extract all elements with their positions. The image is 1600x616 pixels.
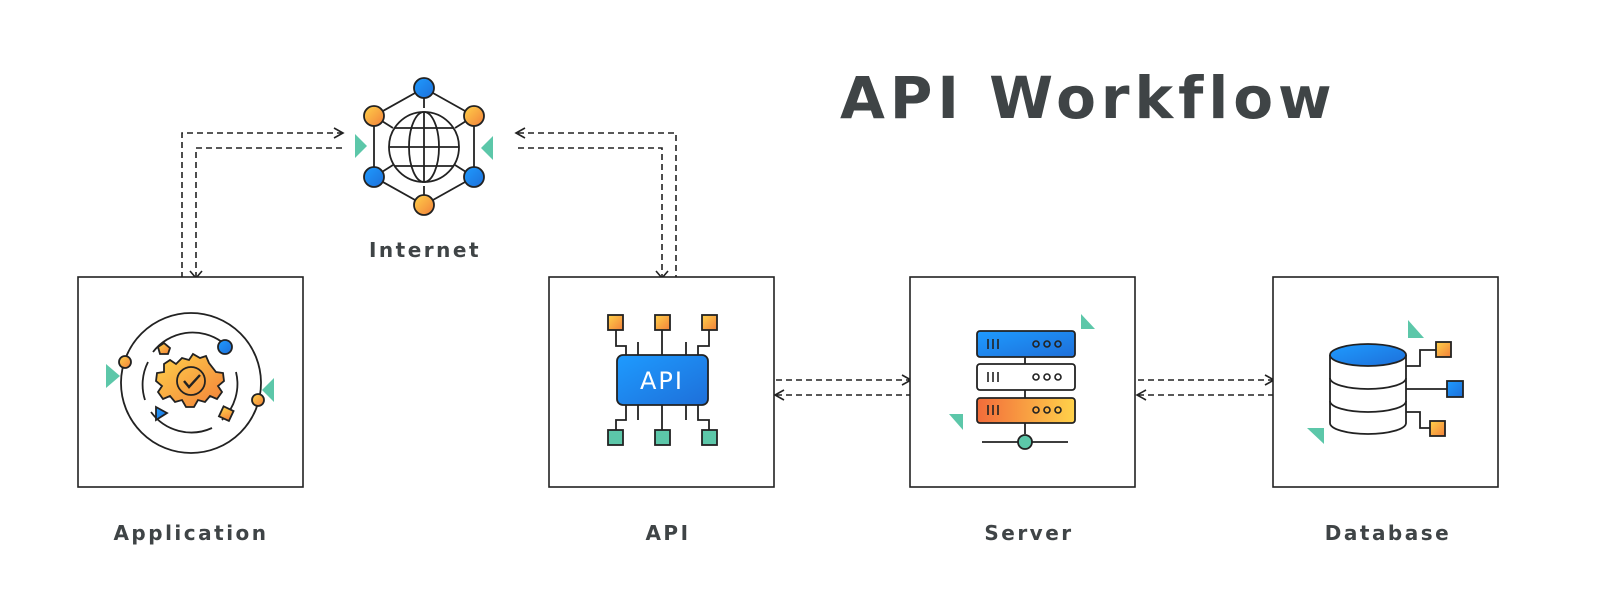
connector-api-server bbox=[776, 379, 910, 396]
database-label: Database bbox=[1324, 521, 1452, 545]
application-label: Application bbox=[113, 521, 269, 545]
network-globe-icon bbox=[363, 77, 485, 216]
database-icon bbox=[1329, 341, 1464, 437]
decor-triangle bbox=[106, 364, 120, 388]
connector-server-database bbox=[1138, 379, 1273, 396]
api-label: API bbox=[645, 521, 691, 545]
decor-triangle bbox=[355, 134, 367, 158]
decor-triangle bbox=[1081, 314, 1095, 329]
api-box bbox=[548, 276, 775, 488]
connector-internet-api bbox=[518, 132, 677, 278]
connector-app-internet bbox=[181, 132, 342, 278]
api-chip-icon: API bbox=[607, 314, 718, 446]
decor-triangle bbox=[1307, 428, 1324, 444]
diagram-title: API Workflow bbox=[840, 64, 1337, 132]
server-rack-icon bbox=[976, 330, 1076, 450]
application-gear-icon bbox=[118, 312, 265, 454]
decor-triangle bbox=[1408, 320, 1424, 338]
decor-triangle bbox=[262, 378, 274, 402]
server-label: Server bbox=[984, 521, 1074, 545]
internet-label: Internet bbox=[368, 238, 482, 262]
api-chip-label: API bbox=[640, 367, 684, 395]
decor-triangle bbox=[481, 136, 493, 160]
decor-triangle bbox=[949, 414, 963, 430]
